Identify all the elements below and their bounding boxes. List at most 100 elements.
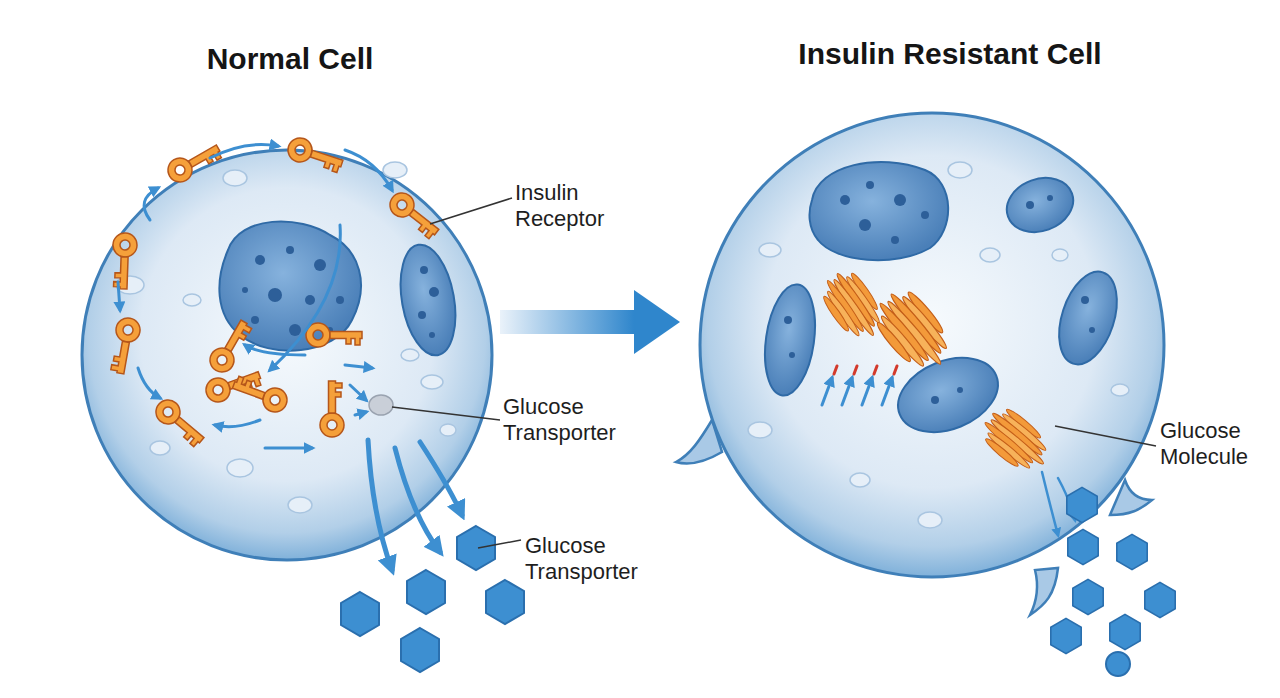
- flow-arrow: [118, 282, 120, 310]
- insulin-key: [285, 135, 346, 175]
- cell-node: Normal Cell: [80, 35, 500, 575]
- mitochondrion-dots: [418, 266, 439, 338]
- glucose-hexagon: [407, 570, 445, 614]
- insulin-key: [151, 395, 209, 449]
- chromatin-dot: [957, 387, 963, 393]
- glucose-hexagon: [1073, 579, 1103, 614]
- block-mark: [854, 366, 857, 374]
- chromatin-dot: [784, 316, 792, 324]
- leader-line: [478, 540, 521, 548]
- insulin-key: [385, 188, 444, 241]
- glucose-hexagon: [1067, 487, 1097, 522]
- blocked-signal-arrows: [822, 366, 897, 405]
- chromatin-dot: [429, 287, 439, 297]
- er-stack: [975, 402, 1057, 481]
- normal-cell-vesicles: [116, 162, 456, 513]
- vesicle: [440, 424, 456, 436]
- vesicle: [759, 243, 781, 257]
- flow-arrow: [265, 447, 312, 450]
- chromatin-dot: [1089, 327, 1095, 333]
- flow-arrow: [138, 368, 160, 398]
- vesicle: [116, 276, 144, 294]
- er-stack: [815, 265, 891, 348]
- part-label: Insulin Receptor: [515, 180, 645, 232]
- glucose-hexagon: [1068, 529, 1098, 564]
- flow-arrow: [215, 420, 260, 427]
- flow-arrow: [822, 378, 832, 405]
- vesicle: [1111, 384, 1129, 396]
- flow-arrow: [882, 378, 892, 405]
- resistant-cell-vesicles: [748, 162, 1129, 528]
- endoplasmic-reticulum: [815, 265, 1057, 481]
- vesicle: [980, 248, 1000, 262]
- vesicle: [421, 375, 443, 389]
- node-shape: [80, 35, 500, 575]
- cell-membrane: [82, 150, 492, 560]
- organelle: [887, 344, 1009, 446]
- chromatin-dot: [420, 266, 428, 274]
- insulin-key: [109, 316, 142, 375]
- insulin-key: [206, 316, 255, 376]
- organelle: [999, 169, 1081, 241]
- flow-arrow: [842, 378, 852, 405]
- organelle-dots: [784, 181, 1095, 404]
- glucose-hexagon: [401, 628, 439, 672]
- vesicle: [748, 422, 772, 438]
- flow-arrow: [395, 448, 440, 552]
- nucleus: [810, 162, 949, 260]
- leader-line: [392, 407, 500, 420]
- chromatin-dot: [840, 195, 850, 205]
- block-mark: [834, 366, 837, 374]
- flow-arrow: [355, 412, 366, 415]
- mitochondrion: [393, 240, 464, 359]
- chromatin-dot: [418, 311, 426, 319]
- glucose-transporter: [369, 395, 393, 415]
- flow-arrow: [210, 145, 278, 159]
- chromatin-dot: [268, 288, 282, 302]
- insulin-key: [320, 381, 344, 437]
- chromatin-dot: [789, 352, 795, 358]
- chromatin-dot: [289, 324, 301, 336]
- part-label: Glucose Transporter: [503, 394, 643, 446]
- block-mark: [874, 366, 877, 374]
- chromatin-dot: [921, 211, 929, 219]
- glucose-hexagons: [341, 526, 524, 672]
- vesicle: [383, 162, 407, 178]
- vesicle: [288, 497, 312, 513]
- flow-arrow: [270, 225, 340, 370]
- glucose-hexagons: [1051, 487, 1175, 676]
- chromatin-dot: [286, 246, 294, 254]
- insulin-key: [306, 323, 362, 347]
- flow-arrow: [345, 365, 372, 368]
- nucleus-dots: [242, 246, 344, 336]
- cell-heading: Insulin Resistant Cell: [680, 36, 1220, 72]
- flow-arrow: [368, 440, 392, 570]
- chromatin-dot: [1081, 296, 1089, 304]
- flow-arrow: [144, 188, 158, 220]
- glucose-hexagon: [1145, 582, 1175, 617]
- flow-arrow: [1058, 478, 1075, 520]
- vesicle: [150, 441, 170, 455]
- glucose-outflow: [368, 440, 462, 570]
- flow-arrow: [862, 378, 872, 405]
- pseudopod: [1030, 568, 1058, 615]
- node-shape: [680, 30, 1220, 640]
- chromatin-dot: [894, 194, 906, 206]
- glucose-hexagon: [457, 526, 495, 570]
- insulin-key: [203, 364, 264, 406]
- resistant-organelles: [758, 162, 1127, 446]
- vesicle: [223, 170, 247, 186]
- mitochondrion: [1048, 264, 1127, 371]
- glucose-hexagon: [1051, 618, 1081, 653]
- chromatin-dot: [336, 296, 344, 304]
- vesicle: [850, 473, 870, 487]
- glucose-hexagon: [341, 592, 379, 636]
- glucose-hexagon: [1117, 534, 1147, 569]
- chromatin-dot: [891, 236, 899, 244]
- chromatin-dot: [255, 255, 265, 265]
- chromatin-dot: [1047, 195, 1053, 201]
- insulin-key: [164, 138, 224, 187]
- transition-arrow: [500, 310, 634, 334]
- leader-lines: [392, 198, 1156, 548]
- glucose-hexagon: [1110, 614, 1140, 649]
